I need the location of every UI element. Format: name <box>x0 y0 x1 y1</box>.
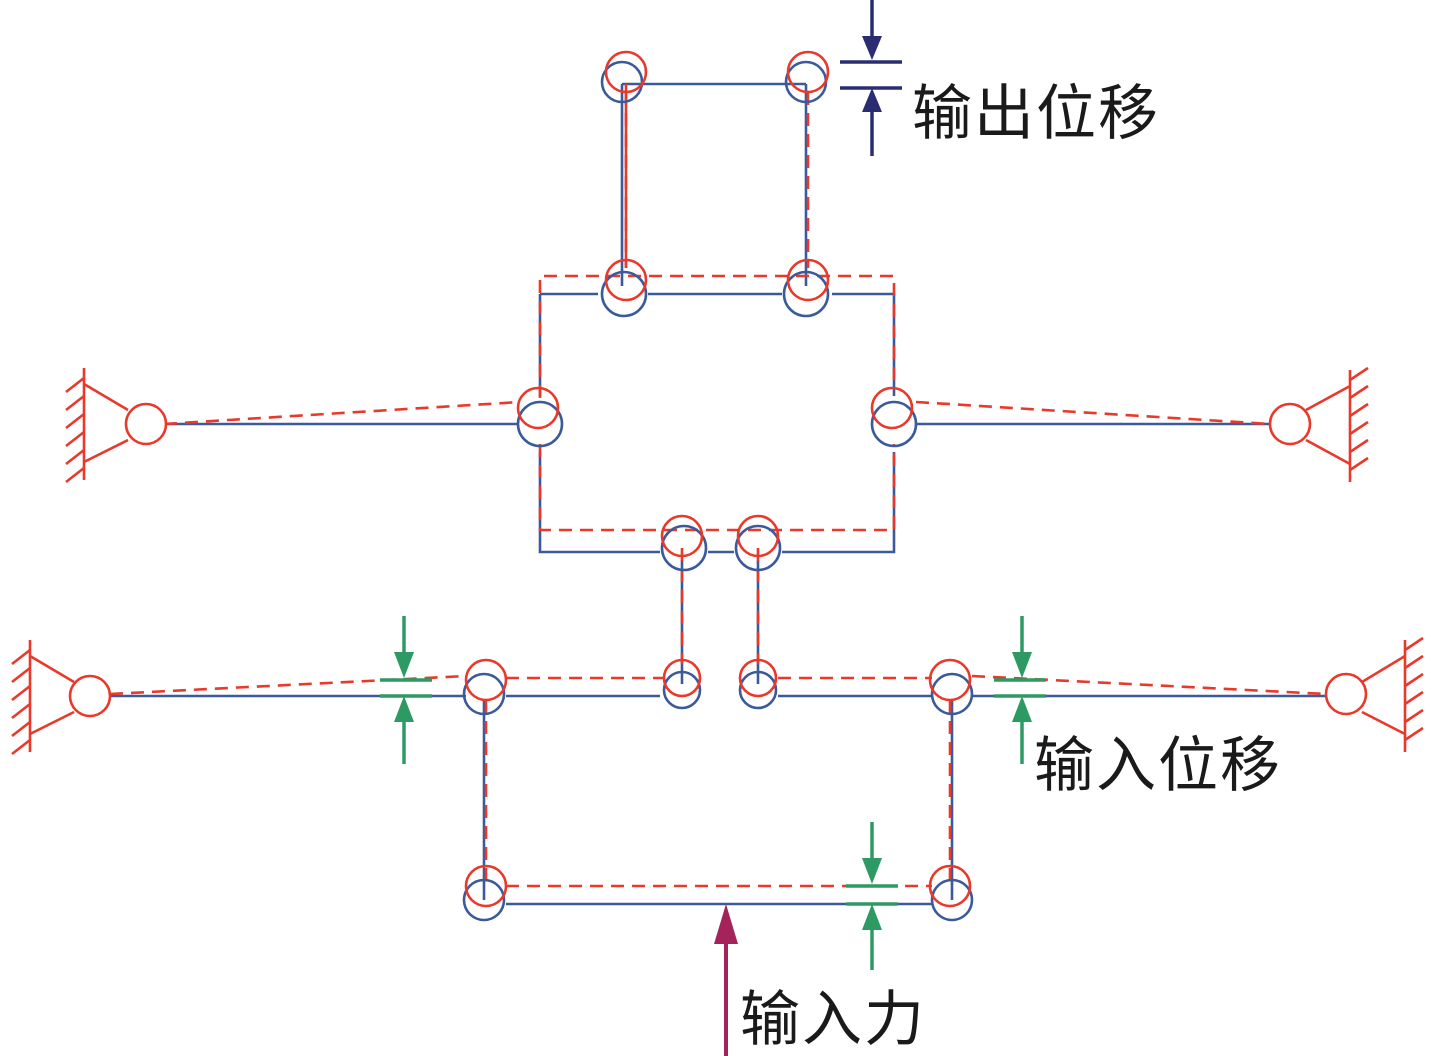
hinges-original <box>462 60 974 922</box>
input-force-arrow <box>714 904 738 1056</box>
input-displacement-label: 输入位移 <box>1034 731 1282 801</box>
input-displacement-arrows-right <box>994 616 1046 764</box>
input-displacement-arrows-left <box>380 616 432 764</box>
output-displacement-arrows <box>840 0 902 156</box>
ground-support-lower-right <box>1361 636 1424 752</box>
ground-support-lower-left <box>11 640 75 756</box>
ground-pivot-upper-right <box>1268 402 1312 446</box>
ground-support-upper-right <box>1305 366 1369 482</box>
ground-pivot-upper-left <box>124 402 168 446</box>
ground-support-upper-left <box>65 368 129 484</box>
input-displacement-arrows-bottom <box>846 822 898 970</box>
ground-pivot-lower-right <box>1324 672 1368 716</box>
input-force-label: 输入力 <box>740 985 926 1055</box>
output-displacement-label: 输出位移 <box>912 79 1160 149</box>
ground-pivot-lower-left <box>68 674 112 718</box>
hinges-deformed <box>464 50 972 908</box>
deformed-structure <box>109 84 1327 888</box>
